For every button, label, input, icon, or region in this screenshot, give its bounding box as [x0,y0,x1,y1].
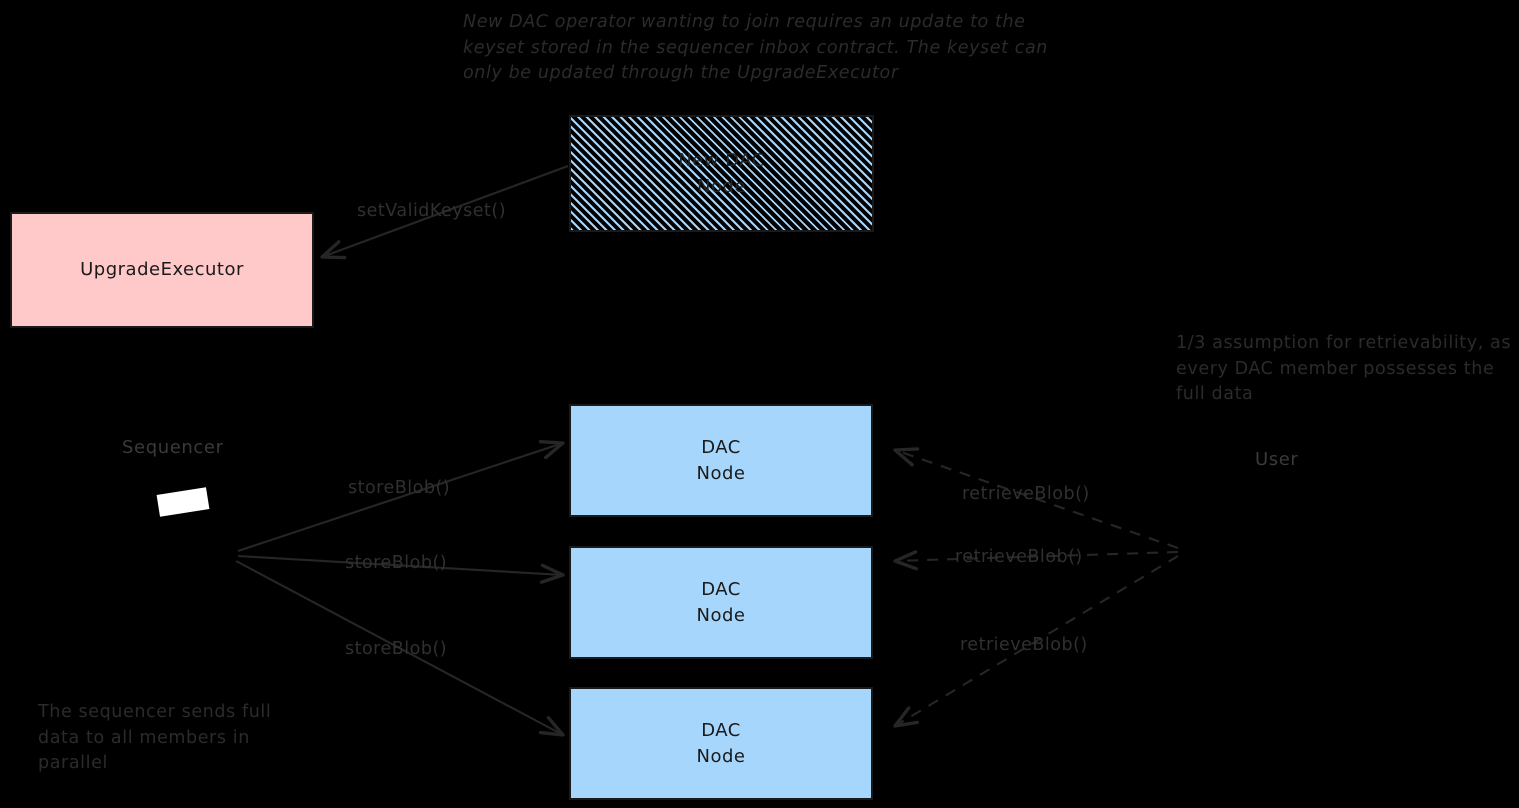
node-new-dac-node[interactable]: New DAC Node [569,115,874,232]
edge-label-store-blob-3: storeBlob() [345,639,448,659]
node-label: DAC Node [696,436,746,484]
edge-label-store-blob-2: storeBlob() [345,553,448,573]
annotation-keyset-update: New DAC operator wanting to join require… [463,12,1048,83]
edge-label-retrieve-blob-2: retrieveBlob() [955,547,1083,567]
node-label: New DAC Node [678,149,765,197]
edge-label-retrieve-blob-1: retrieveBlob() [962,484,1090,504]
node-label: UpgradeExecutor [80,259,244,280]
node-dac-node-3[interactable]: DAC Node [569,687,873,800]
edge-label-store-blob-1: storeBlob() [348,478,451,498]
annotation-parallel-send: The sequencer sends full data to all mem… [38,702,272,773]
sequencer-icon [156,487,210,517]
edge-label-retrieve-blob-3: retrieveBlob() [960,635,1088,655]
sequencer-label: Sequencer [122,437,224,458]
user-label: User [1255,449,1299,470]
node-dac-node-2[interactable]: DAC Node [569,546,873,659]
node-upgrade-executor[interactable]: UpgradeExecutor [10,212,314,328]
annotation-retrievability: 1/3 assumption for retrievability, as ev… [1176,333,1512,404]
node-label: DAC Node [696,719,746,767]
node-dac-node-1[interactable]: DAC Node [569,404,873,517]
node-label: DAC Node [696,578,746,626]
edge-label-set-valid-keyset: setValidKeyset() [357,201,507,221]
